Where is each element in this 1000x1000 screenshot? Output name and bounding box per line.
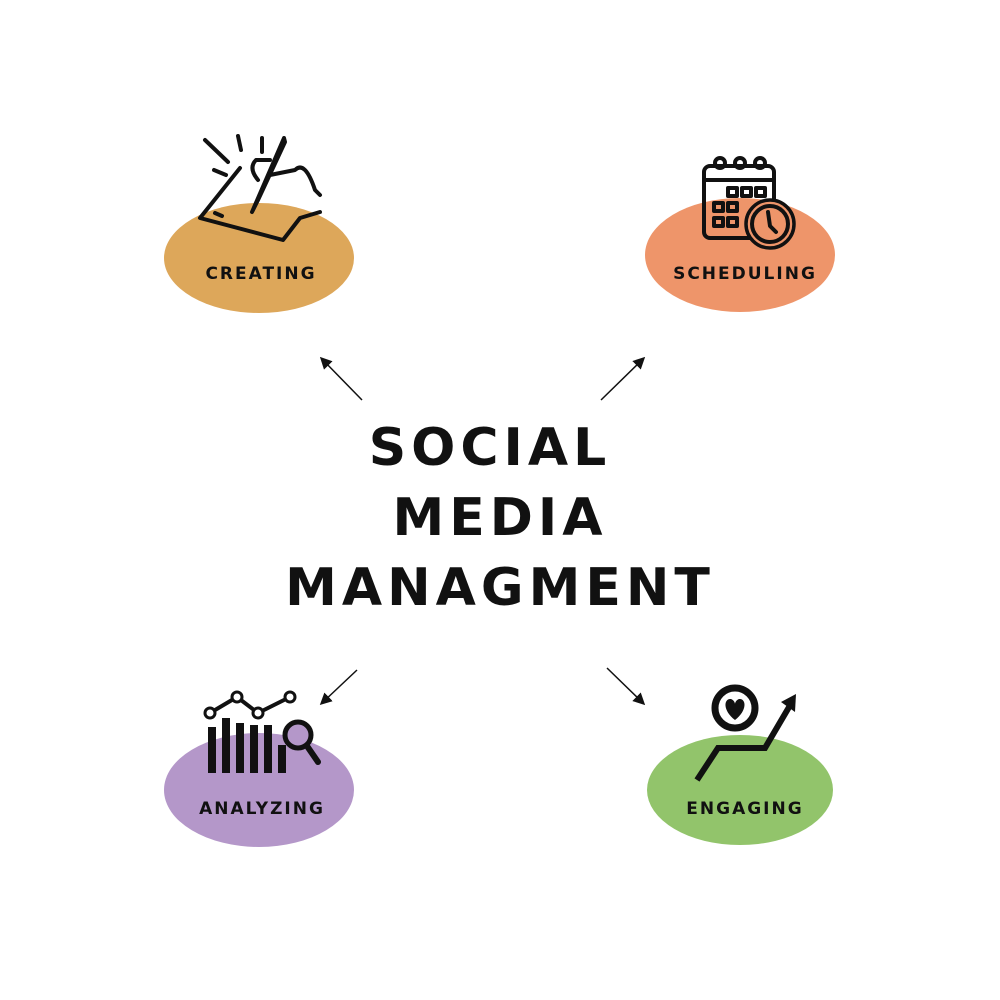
title-line-2: MEDIA: [392, 488, 607, 548]
arrow-to-engaging: [606, 667, 646, 706]
node-engaging: ENGAGING: [647, 684, 833, 845]
creating-label: CREATING: [205, 264, 316, 284]
scheduling-ellipse: [645, 198, 835, 312]
title-line-1: SOCIAL: [369, 418, 612, 478]
node-analyzing: ANALYZING: [164, 690, 354, 847]
scheduling-label: SCHEDULING: [673, 264, 817, 284]
chart-magnifier-icon: [203, 690, 321, 773]
arrow-to-analyzing: [319, 669, 358, 706]
analyzing-ellipse: [164, 733, 354, 847]
analyzing-label: ANALYZING: [199, 799, 325, 819]
calendar-clock-icon: [702, 156, 796, 250]
heart-growth-icon: [694, 684, 796, 782]
central-title: SOCIAL MEDIA MANAGMENT: [285, 418, 715, 618]
hand-writing-icon: [198, 134, 322, 242]
engaging-ellipse: [647, 735, 833, 845]
node-creating: CREATING: [164, 134, 354, 313]
arrow-to-scheduling: [600, 356, 646, 401]
creating-ellipse: [164, 203, 354, 313]
title-line-3: MANAGMENT: [285, 558, 715, 618]
engaging-label: ENGAGING: [686, 799, 803, 819]
arrow-to-creating: [319, 356, 363, 401]
node-scheduling: SCHEDULING: [645, 156, 835, 312]
